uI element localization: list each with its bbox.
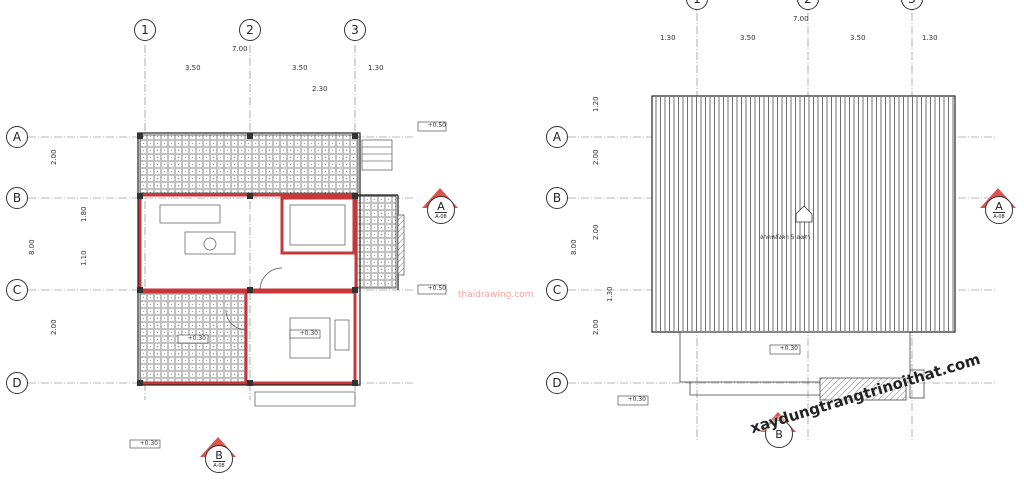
- left-floor-plan: [28, 45, 447, 449]
- right-roof-plan: [568, 0, 995, 440]
